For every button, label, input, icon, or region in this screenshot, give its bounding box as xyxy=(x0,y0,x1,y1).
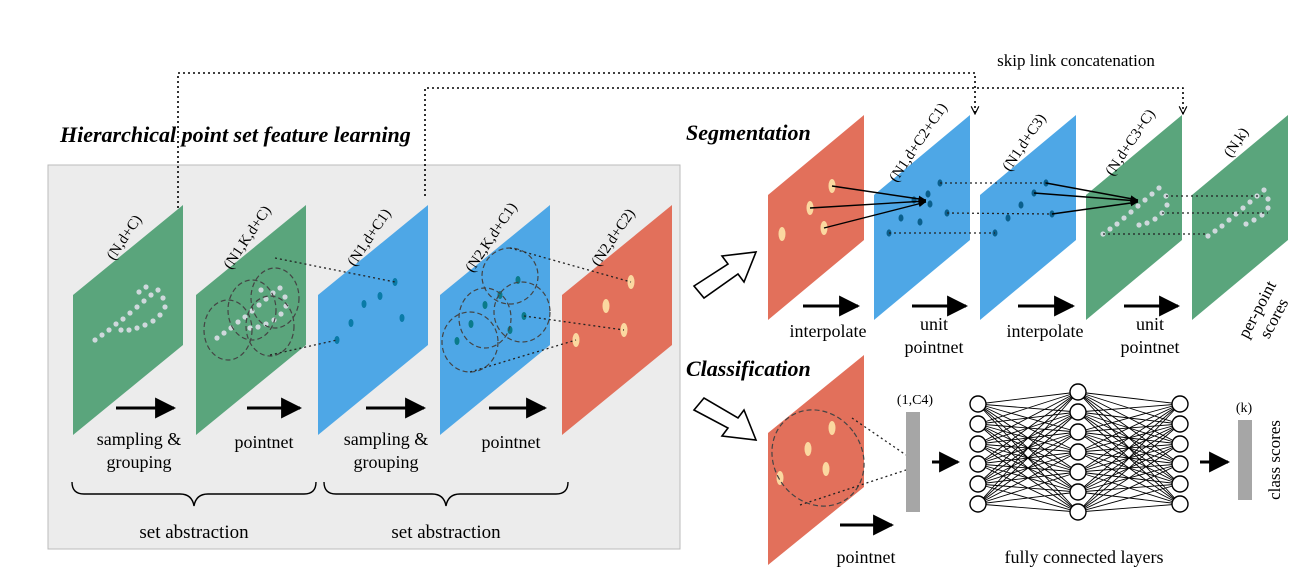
fc-edge xyxy=(977,391,1079,405)
fc-edge xyxy=(977,391,1079,465)
fc-edge xyxy=(1077,403,1181,453)
fc-node xyxy=(1069,383,1087,401)
per-point-scores-label: per-point scores xyxy=(1234,277,1292,341)
fc-edge xyxy=(977,391,1079,425)
hollow-arrows xyxy=(692,251,758,441)
step-label: grouping xyxy=(107,452,172,472)
fc-node xyxy=(1069,483,1087,501)
fc-node xyxy=(969,455,987,473)
seg-plane-4 xyxy=(1086,115,1182,320)
plane3-points xyxy=(334,278,405,344)
fc-edge xyxy=(1077,503,1181,513)
fc-edge xyxy=(1077,403,1181,513)
fully-connected-network xyxy=(969,383,1189,521)
hierarchical-title: Hierarchical point set feature learning xyxy=(59,122,411,147)
step-label: unit xyxy=(1136,314,1164,334)
set-abstraction-label: set abstraction xyxy=(139,522,249,543)
fc-node xyxy=(1069,463,1087,481)
class-scores-label: class scores xyxy=(1265,420,1284,500)
fc-edge xyxy=(977,491,1079,505)
seg-plane-2 xyxy=(874,115,970,320)
classification-plane xyxy=(768,355,864,565)
fc-node xyxy=(1171,395,1189,413)
fc-layers-label: fully connected layers xyxy=(1005,547,1164,567)
hier-step-labels: sampling & grouping pointnet sampling & … xyxy=(97,429,541,472)
set-abstraction-braces xyxy=(71,481,569,507)
segmentation-planes: (N1,d+C2+C1)(N1,d+C3)(N,d+C3+C)(N,k) xyxy=(768,100,1288,320)
seg-dotted-projections xyxy=(889,182,1268,235)
hier-projections xyxy=(269,247,632,373)
fc-node xyxy=(1171,495,1189,513)
class-scores-bar xyxy=(1238,420,1252,500)
step-label: interpolate xyxy=(1007,321,1084,341)
fc-node xyxy=(969,415,987,433)
cls-pointnet-label: pointnet xyxy=(837,547,896,567)
hier-plane-3 xyxy=(318,205,428,435)
seg-plane-3 xyxy=(980,115,1076,320)
cls-plane-1 xyxy=(768,355,864,565)
fc-edge xyxy=(977,391,1079,485)
global-feature-label: (1,C4) xyxy=(897,393,934,408)
global-feature-bar xyxy=(906,412,920,512)
fc-edge xyxy=(977,503,1079,513)
fc-edge xyxy=(977,411,1079,505)
seg-plane-1 xyxy=(768,115,864,320)
set-abstraction-label: set abstraction xyxy=(391,522,501,543)
cls-projections xyxy=(799,417,907,506)
step-label: pointnet xyxy=(1121,337,1180,357)
skip-links xyxy=(177,72,1183,208)
fc-node xyxy=(1171,475,1189,493)
fc-edge xyxy=(1077,463,1181,513)
fc-node xyxy=(1171,455,1189,473)
classification-title: Classification xyxy=(686,356,811,381)
step-label: unit xyxy=(920,314,948,334)
fc-node xyxy=(1069,423,1087,441)
fc-node xyxy=(969,395,987,413)
step-label: interpolate xyxy=(790,321,867,341)
step-label: sampling & xyxy=(344,429,429,449)
seg-connections xyxy=(809,182,1139,229)
fc-edge xyxy=(977,451,1079,505)
fc-edge xyxy=(977,431,1079,505)
step-label: pointnet xyxy=(235,432,294,452)
hier-plane-2 xyxy=(196,205,306,435)
fc-edge xyxy=(1077,391,1181,405)
plane2-points xyxy=(203,267,300,361)
fc-edge xyxy=(1077,403,1181,493)
fc-edge xyxy=(1077,403,1181,413)
seg-plane4-points xyxy=(1100,185,1170,237)
fc-node xyxy=(969,435,987,453)
segmentation-title: Segmentation xyxy=(686,120,811,145)
seg-plane-5 xyxy=(1192,115,1288,320)
step-label: sampling & xyxy=(97,429,182,449)
fc-edge xyxy=(1077,443,1181,513)
plane4-points xyxy=(441,247,551,373)
fc-node xyxy=(1171,435,1189,453)
hier-plane-5 xyxy=(562,205,672,435)
fc-edge xyxy=(1077,403,1181,433)
fc-edge xyxy=(977,471,1079,505)
fc-edge xyxy=(1077,423,1181,513)
fc-node xyxy=(1069,403,1087,421)
step-label: pointnet xyxy=(482,432,541,452)
skip-link-label: skip link concatenation xyxy=(997,51,1155,70)
fc-node xyxy=(969,475,987,493)
class-output-label: (k) xyxy=(1236,401,1253,416)
fc-node xyxy=(1069,443,1087,461)
fc-node xyxy=(1171,415,1189,433)
fc-edge xyxy=(1077,403,1181,473)
step-label: grouping xyxy=(354,452,419,472)
fc-node xyxy=(1069,503,1087,521)
fc-node xyxy=(969,495,987,513)
fc-edge xyxy=(1077,483,1181,513)
hier-plane-1 xyxy=(73,205,183,435)
step-label: pointnet xyxy=(905,337,964,357)
seg-step-labels: interpolate unit pointnet interpolate un… xyxy=(790,314,1180,357)
fc-edge xyxy=(977,391,1079,445)
fc-edge xyxy=(977,391,1079,505)
plane1-points xyxy=(92,284,168,343)
